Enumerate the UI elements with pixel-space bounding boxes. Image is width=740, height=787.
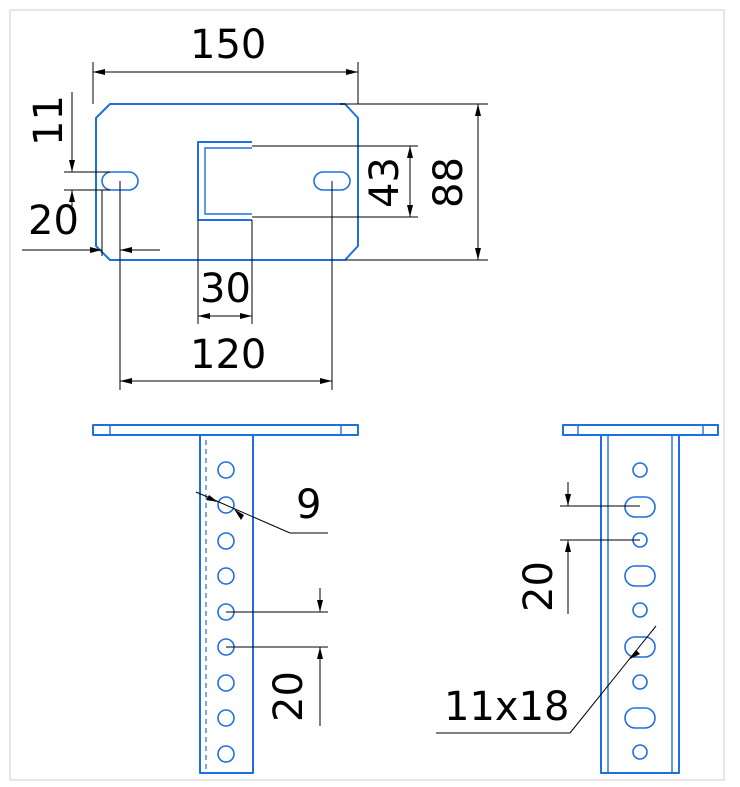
front-elevation-view: 9 20 xyxy=(92,424,359,774)
post-slot xyxy=(624,707,656,729)
dimension-overall-height: 88 xyxy=(340,103,488,261)
sheet-border xyxy=(9,9,725,781)
plate-chamfer-lines xyxy=(95,103,111,119)
post-hole xyxy=(217,496,235,514)
dimension-channel-width: 30 xyxy=(197,220,253,324)
post-hole xyxy=(217,745,235,763)
dim-label-20-plan: 20 xyxy=(28,198,79,244)
channel-inner xyxy=(204,147,252,215)
dimension-slot-window: 43 xyxy=(252,145,418,218)
side-elevation-view: 20 11x18 xyxy=(436,424,719,774)
post-hole xyxy=(217,674,235,692)
front-post xyxy=(199,434,254,774)
dim-label-20-front: 20 xyxy=(266,671,312,722)
post-hole xyxy=(217,532,235,550)
front-base-plate xyxy=(92,424,359,436)
dim-label-11: 11 xyxy=(26,95,72,146)
channel-section xyxy=(197,141,252,221)
dim-label-11x18: 11x18 xyxy=(444,684,569,730)
dim-label-120: 120 xyxy=(190,332,266,378)
dimension-overall-width: 150 xyxy=(92,22,359,104)
post-slot xyxy=(624,496,656,518)
plan-view: 150 88 43 11 xyxy=(22,22,488,390)
dim-label-88: 88 xyxy=(426,157,472,208)
post-hole xyxy=(632,744,648,760)
dim-label-150: 150 xyxy=(190,22,266,68)
post-slot xyxy=(624,565,656,587)
dimension-slot-edge-vertical: 11 xyxy=(26,92,110,206)
post-hole xyxy=(632,674,648,690)
dimension-slot-size: 11x18 xyxy=(436,625,657,734)
post-slot xyxy=(624,636,656,658)
dimension-hole-diameter: 9 xyxy=(195,482,328,534)
dim-label-43: 43 xyxy=(362,157,408,208)
dimension-hole-pitch-side: 20 xyxy=(516,482,640,614)
dim-label-20-side: 20 xyxy=(516,561,562,612)
post-hole xyxy=(217,567,235,585)
side-post xyxy=(600,434,680,774)
dimension-slot-edge-horizontal: 20 xyxy=(22,190,160,256)
dim-label-30: 30 xyxy=(200,266,251,312)
dimension-slot-spacing: 120 xyxy=(119,181,333,390)
base-plate-outline xyxy=(95,103,359,261)
post-hole xyxy=(632,462,648,478)
post-hole xyxy=(217,709,235,727)
side-hole-column xyxy=(624,462,656,760)
dim-label-9: 9 xyxy=(296,482,321,528)
side-base-plate xyxy=(562,424,719,436)
post-hole xyxy=(632,602,648,618)
dimension-hole-pitch-front: 20 xyxy=(226,588,328,726)
post-hole xyxy=(217,461,235,479)
